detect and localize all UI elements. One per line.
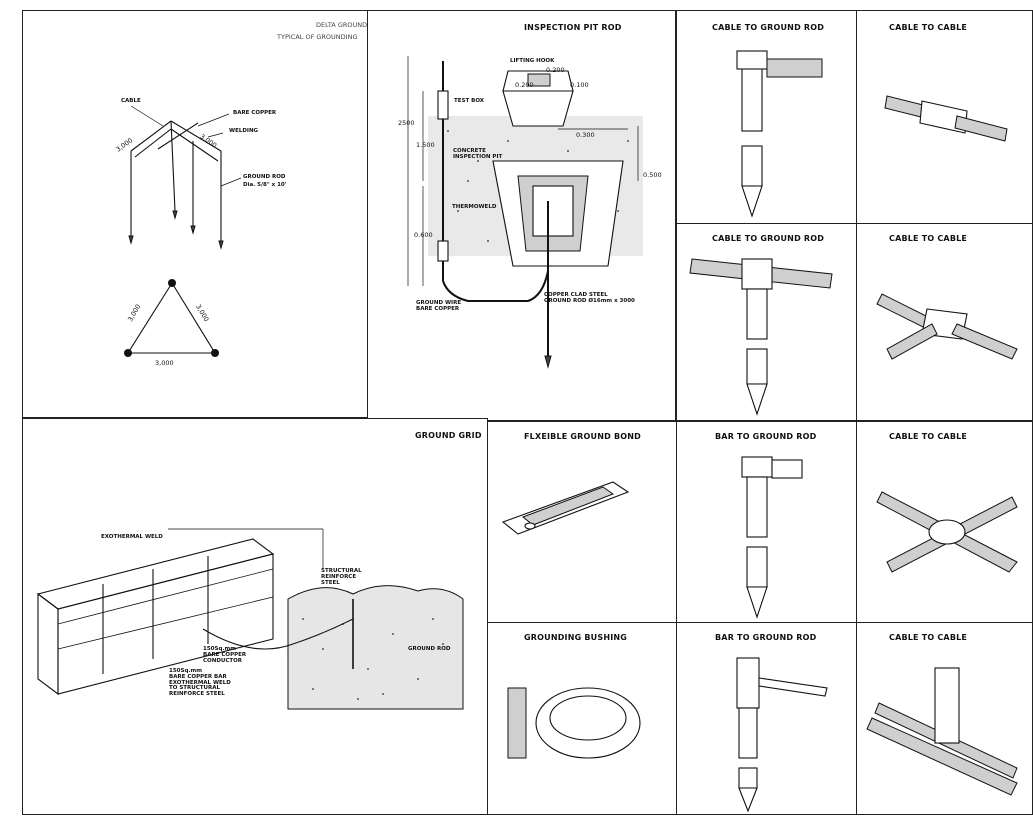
ground-rod-size-label: Dia. 5/8" x 10' — [243, 182, 287, 188]
inspection-pit-drawing — [407, 56, 643, 369]
ground-grid-title: GROUND GRID — [415, 431, 482, 440]
copper-bar-label: 150Sq.mm BARE COPPER BAR EXOTHERMAL WELD… — [169, 668, 231, 698]
dim-1500: 1.500 — [416, 141, 435, 149]
delta-triangle-plan — [124, 279, 219, 357]
soil-mound — [287, 585, 464, 710]
bare-copper-label: BARE COPPER — [233, 110, 277, 116]
concrete-beam — [36, 538, 275, 696]
thermoweld-label: THERMOWELD — [452, 204, 497, 210]
inspection-pit-title: INSPECTION PIT ROD — [524, 23, 622, 32]
cell-title: CABLE TO GROUND ROD — [712, 234, 825, 243]
dim-0200-a: 0.200 — [546, 66, 565, 74]
cell-drawing — [736, 50, 823, 218]
ground-grid-drawing — [36, 528, 464, 710]
delta-ground-drawing — [124, 105, 242, 357]
concrete-pit — [492, 160, 624, 267]
cell-cable-to-cable-1: CABLE TO CABLE — [856, 10, 1033, 224]
dim-0200-b: 0.200 — [515, 81, 534, 89]
cell-drawing — [876, 491, 1018, 573]
dim-0100: 0.100 — [570, 81, 589, 89]
test-box-label: TEST BOX — [454, 98, 485, 104]
cell-title: CABLE TO CABLE — [889, 432, 968, 441]
cell-bar-to-ground-rod-2: BAR TO GROUND ROD — [676, 622, 857, 815]
cell-title: CABLE TO CABLE — [889, 234, 968, 243]
exothermal-weld-label: EXOTHERMAL WELD — [101, 534, 163, 540]
rod-note-label: COPPER CLAD STEEL GROUND ROD Ø16mm x 300… — [544, 292, 635, 304]
pit-cover-block — [502, 70, 574, 127]
welding-label: WELDING — [229, 128, 259, 134]
ground-rod-label: GROUND ROD — [243, 174, 286, 180]
cell-grounding-bushing: GROUNDING BUSHING — [487, 622, 677, 815]
cell-cable-to-cable-4: CABLE TO CABLE — [856, 622, 1033, 815]
cell-title: GROUNDING BUSHING — [524, 633, 628, 642]
dim-0500: 0.500 — [643, 171, 662, 179]
cell-title: BAR TO GROUND ROD — [715, 432, 817, 441]
cell-title: BAR TO GROUND ROD — [715, 633, 817, 642]
cell-drawing — [741, 456, 803, 619]
cell-drawing — [507, 687, 641, 759]
dim-0300: 0.300 — [576, 131, 595, 139]
cell-cable-to-cable-3: CABLE TO CABLE — [856, 421, 1033, 623]
typical-grounding-title: TYPICAL OF GROUNDING — [277, 33, 358, 41]
delta-tripod-view — [128, 105, 242, 250]
ground-wire-label: GROUND WIRE BARE COPPER — [416, 300, 462, 312]
cell-bar-to-ground-rod-1: BAR TO GROUND ROD — [676, 421, 857, 623]
lifting-hook-label: LIFTING HOOK — [510, 58, 555, 64]
cell-cable-to-cable-2: CABLE TO CABLE — [856, 223, 1033, 421]
cell-drawing — [866, 667, 1018, 796]
structural-steel-label: STRUCTURAL REINFORCE STEEL — [321, 568, 362, 586]
cell-title: CABLE TO CABLE — [889, 633, 968, 642]
copper-conductor-label: 150Sq.mm BARE COPPER CONDUCTOR — [203, 646, 247, 664]
pit-dimension-lines — [407, 56, 639, 286]
cell-drawing — [501, 481, 630, 535]
dim-tri-bottom: 3,000 — [155, 359, 174, 367]
grid-ground-rod-label: GROUND ROD — [408, 646, 451, 652]
cell-drawing — [736, 657, 828, 813]
concrete-pit-label: CONCRETE INSPECTION PIT — [453, 148, 503, 160]
cell-drawing — [876, 293, 1018, 360]
cell-drawing — [689, 258, 833, 416]
cell-title: CABLE TO GROUND ROD — [712, 23, 825, 32]
cell-flexible-ground-bond: FLXEIBLE GROUND BOND — [487, 421, 677, 623]
cell-title: CABLE TO CABLE — [889, 23, 968, 32]
inspection-pit-panel: INSPECTION PIT ROD — [367, 10, 676, 421]
delta-ground-panel: DELTA GROUND TYPICAL OF GROUNDING — [22, 10, 368, 418]
cell-title: FLXEIBLE GROUND BOND — [524, 432, 641, 441]
delta-ground-title: DELTA GROUND — [316, 21, 368, 29]
dim-0600: 0.600 — [414, 231, 433, 239]
cell-cable-to-ground-rod-1: CABLE TO GROUND ROD — [676, 10, 857, 224]
cell-drawing — [884, 95, 1008, 142]
cell-cable-to-ground-rod-2: CABLE TO GROUND ROD — [676, 223, 857, 421]
ground-rod-assembly — [437, 61, 552, 369]
ground-grid-panel: GROUND GRID — [22, 418, 488, 815]
cable-label: CABLE — [121, 98, 141, 104]
dim-2500: 2500 — [398, 119, 415, 127]
